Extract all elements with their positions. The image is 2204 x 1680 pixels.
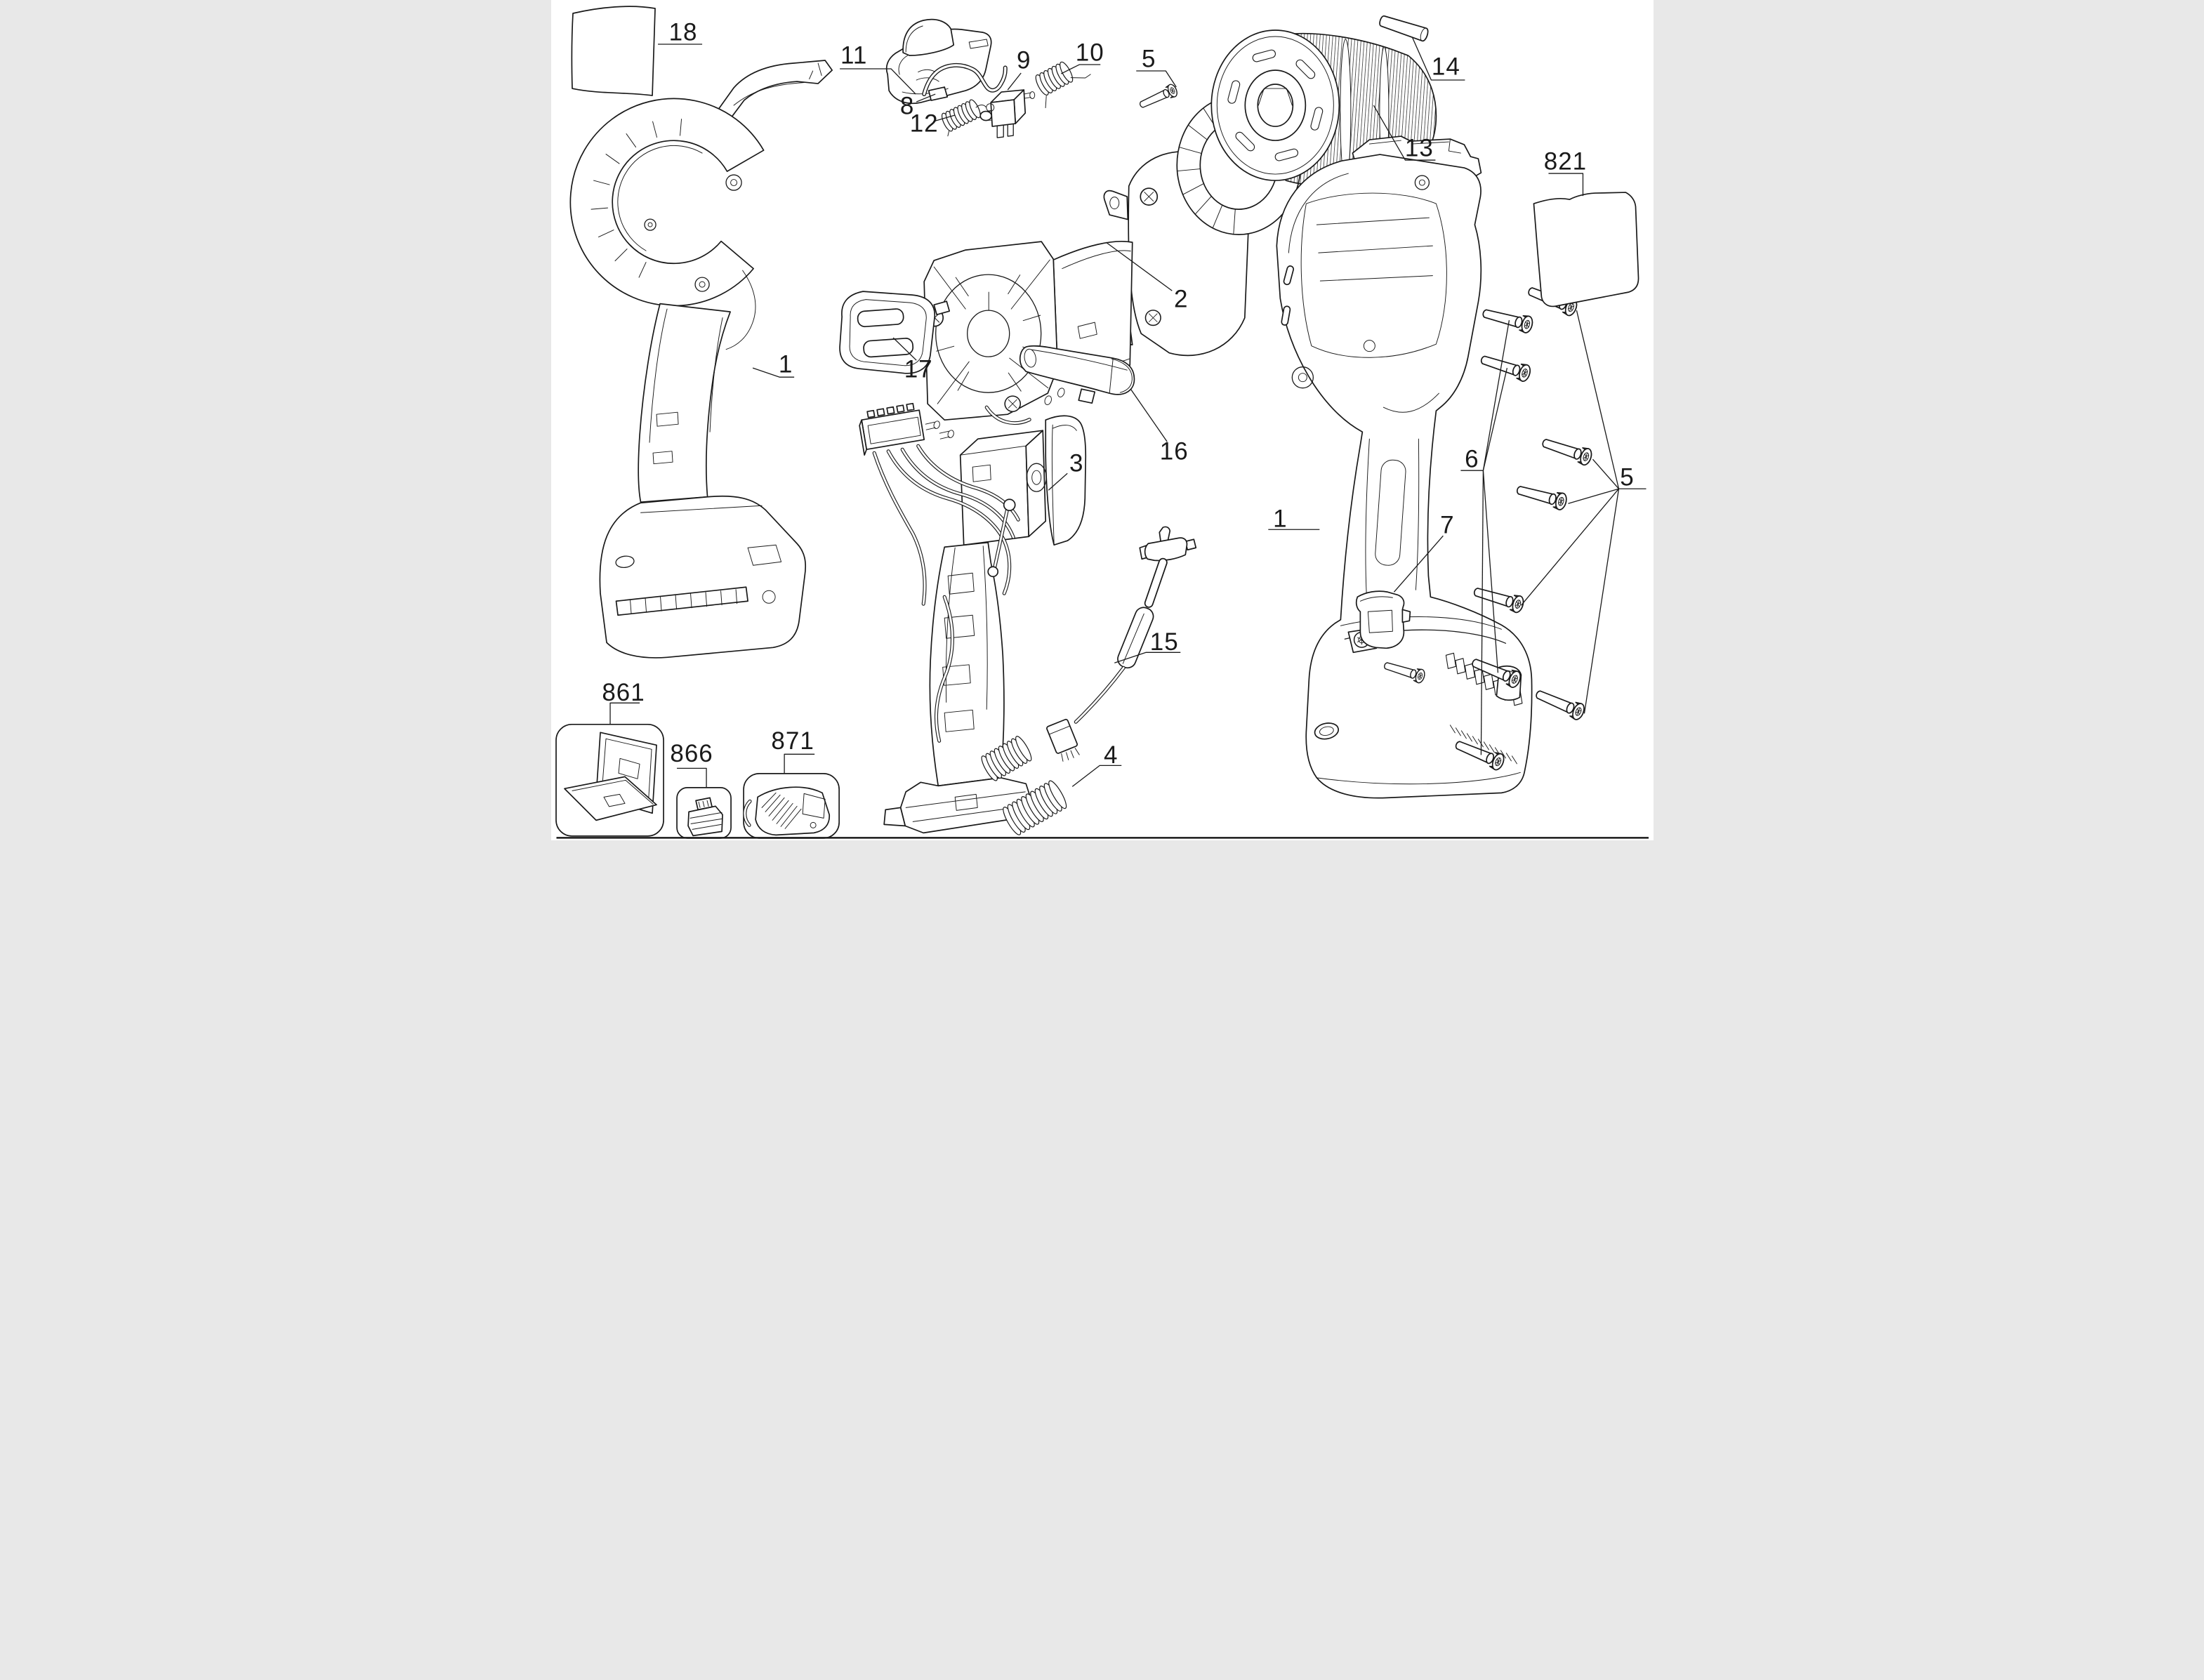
leader-line bbox=[676, 767, 707, 788]
part-number-label: 3 bbox=[1069, 450, 1083, 477]
part-number-label: 12 bbox=[909, 110, 938, 138]
leader-line bbox=[1520, 488, 1619, 606]
extension-spring bbox=[939, 98, 994, 137]
callout-3: 3 bbox=[1048, 450, 1083, 491]
leader-line bbox=[1567, 488, 1619, 504]
part-number-label: 13 bbox=[1404, 135, 1433, 162]
left-housing-half bbox=[569, 60, 833, 659]
leader-line bbox=[1482, 470, 1498, 673]
part-number-label: 15 bbox=[1149, 628, 1178, 656]
part-number-label: 4 bbox=[1104, 741, 1118, 769]
callout-4: 4 bbox=[1071, 741, 1121, 787]
light-rod-assembly bbox=[1045, 526, 1196, 762]
part-number-label: 18 bbox=[668, 19, 697, 46]
leader-line bbox=[1007, 72, 1022, 91]
callout-1-right: 1 bbox=[1267, 505, 1319, 533]
right-housing-half bbox=[1275, 135, 1532, 799]
leader-line bbox=[1548, 173, 1583, 197]
part-number-label: 14 bbox=[1431, 53, 1460, 81]
part-number-label: 7 bbox=[1440, 512, 1454, 539]
part-number-label: 866 bbox=[670, 740, 713, 767]
leader-line bbox=[1130, 388, 1168, 442]
callout-16: 16 bbox=[1130, 388, 1188, 465]
callout-17: 17 bbox=[892, 337, 932, 383]
leader-line bbox=[1114, 652, 1180, 663]
leader-line bbox=[1482, 320, 1510, 471]
label-sticker-right bbox=[1533, 192, 1639, 307]
leader-line bbox=[1576, 310, 1619, 489]
part-number-label: 16 bbox=[1159, 438, 1188, 465]
leader-line bbox=[1135, 70, 1177, 88]
callout-5-top: 5 bbox=[1135, 46, 1177, 88]
part-number-label: 871 bbox=[771, 727, 814, 755]
callout-5-right: 5 bbox=[1520, 310, 1646, 714]
leader-line bbox=[1105, 242, 1173, 291]
part-number-label: 821 bbox=[1543, 148, 1586, 176]
part-number-label: 1 bbox=[778, 351, 792, 378]
screw-top bbox=[1137, 82, 1179, 112]
part-number-label: 2 bbox=[1174, 286, 1188, 313]
part-number-label: 5 bbox=[1620, 464, 1634, 491]
callout-13: 13 bbox=[1373, 105, 1435, 162]
leader-line bbox=[1583, 489, 1619, 714]
leader-line bbox=[1048, 472, 1068, 491]
leader-line bbox=[1393, 535, 1444, 593]
callout-15: 15 bbox=[1114, 628, 1180, 663]
leader-line bbox=[1480, 470, 1484, 755]
leader-line bbox=[916, 93, 935, 102]
label-sticker-left bbox=[571, 6, 656, 96]
kit-box bbox=[555, 723, 664, 837]
part-number-label: 1 bbox=[1273, 505, 1287, 533]
battery-charger bbox=[742, 772, 840, 839]
callout-861: 861 bbox=[602, 679, 645, 725]
callout-2: 2 bbox=[1105, 242, 1188, 313]
callout-866: 866 bbox=[670, 740, 713, 788]
part-number-label: 5 bbox=[1142, 46, 1156, 73]
callout-1-left: 1 bbox=[752, 351, 794, 378]
leader-line bbox=[1071, 765, 1121, 787]
leader-line bbox=[1411, 37, 1465, 81]
torsion-spring bbox=[1032, 60, 1091, 109]
leader-line bbox=[1592, 458, 1619, 489]
callout-18: 18 bbox=[657, 19, 702, 46]
part-number-label: 10 bbox=[1075, 39, 1104, 67]
part-number-label: 9 bbox=[1016, 47, 1030, 74]
wire-bail bbox=[921, 62, 1008, 97]
contact-switch-block bbox=[979, 89, 1035, 138]
callout-9: 9 bbox=[1007, 47, 1030, 91]
battery-pack bbox=[675, 787, 732, 839]
clip-cover-plate bbox=[885, 18, 992, 105]
leader-line bbox=[839, 68, 916, 95]
pin bbox=[1378, 15, 1428, 42]
part-number-label: 6 bbox=[1465, 446, 1479, 473]
part-number-label: 17 bbox=[904, 356, 932, 383]
switch-module-with-wiring bbox=[858, 402, 1086, 834]
leader-line bbox=[783, 753, 814, 774]
leader-line bbox=[892, 337, 917, 361]
leader-line bbox=[609, 702, 640, 725]
callout-871: 871 bbox=[771, 727, 814, 774]
exploded-parts-diagram: 1811891012514138212171163171546586186687… bbox=[550, 0, 1654, 840]
callout-7: 7 bbox=[1393, 512, 1454, 593]
leader-line bbox=[1373, 105, 1435, 161]
part-number-label: 11 bbox=[840, 42, 866, 70]
callout-8: 8 bbox=[899, 93, 935, 120]
leader-line bbox=[1060, 64, 1100, 74]
callout-6: 6 bbox=[1460, 320, 1510, 755]
part-number-label: 861 bbox=[602, 679, 645, 706]
leader-line bbox=[752, 367, 794, 378]
callout-14: 14 bbox=[1411, 37, 1465, 81]
callout-821: 821 bbox=[1543, 148, 1586, 197]
callout-12: 12 bbox=[909, 110, 955, 138]
bit-holder-clip bbox=[1355, 590, 1411, 649]
cover-plate bbox=[838, 291, 950, 374]
leader-line bbox=[1482, 368, 1507, 471]
part-number-label: 8 bbox=[899, 93, 913, 120]
callout-10: 10 bbox=[1060, 39, 1104, 74]
leader-line bbox=[932, 114, 955, 122]
forward-reverse-selector bbox=[1019, 345, 1135, 404]
callout-11: 11 bbox=[839, 42, 916, 95]
